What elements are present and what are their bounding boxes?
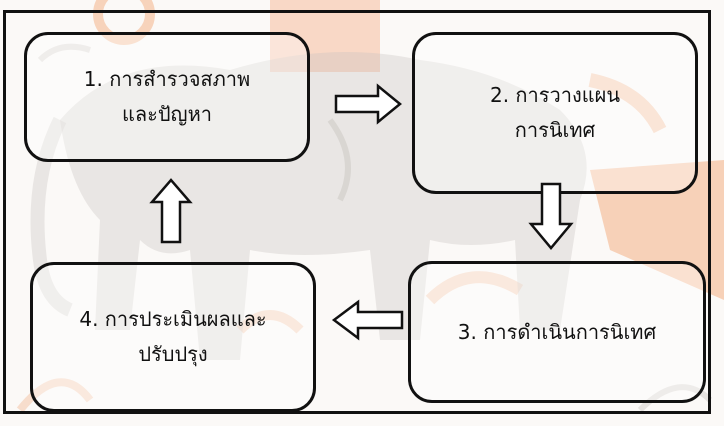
- arrow-left-icon: [331, 299, 404, 341]
- step-1-box: 1. การสำรวจสภาพ และปัญหา: [24, 32, 310, 162]
- step-1-line-1: 1. การสำรวจสภาพ: [83, 67, 251, 91]
- step-4-line-1: 4. การประเมินผลและ: [79, 307, 267, 331]
- step-2-box: 2. การวางแผน การนิเทศ: [412, 32, 698, 194]
- step-4-box: 4. การประเมินผลและ ปรับปรุง: [30, 262, 316, 412]
- step-3-box: 3. การดำเนินการนิเทศ: [408, 261, 706, 403]
- step-2-line-1: 2. การวางแผน: [489, 83, 621, 107]
- step-3-line-1: 3. การดำเนินการนิเทศ: [457, 319, 657, 344]
- diagram-frame: [3, 10, 711, 414]
- step-1-line-2: และปัญหา: [121, 102, 213, 126]
- arrow-up-icon: [149, 178, 193, 244]
- arrow-right-icon: [334, 83, 402, 125]
- arrow-down-icon: [528, 182, 574, 250]
- step-4-line-2: ปรับปรุง: [138, 342, 208, 366]
- step-2-line-2: การนิเทศ: [514, 118, 596, 142]
